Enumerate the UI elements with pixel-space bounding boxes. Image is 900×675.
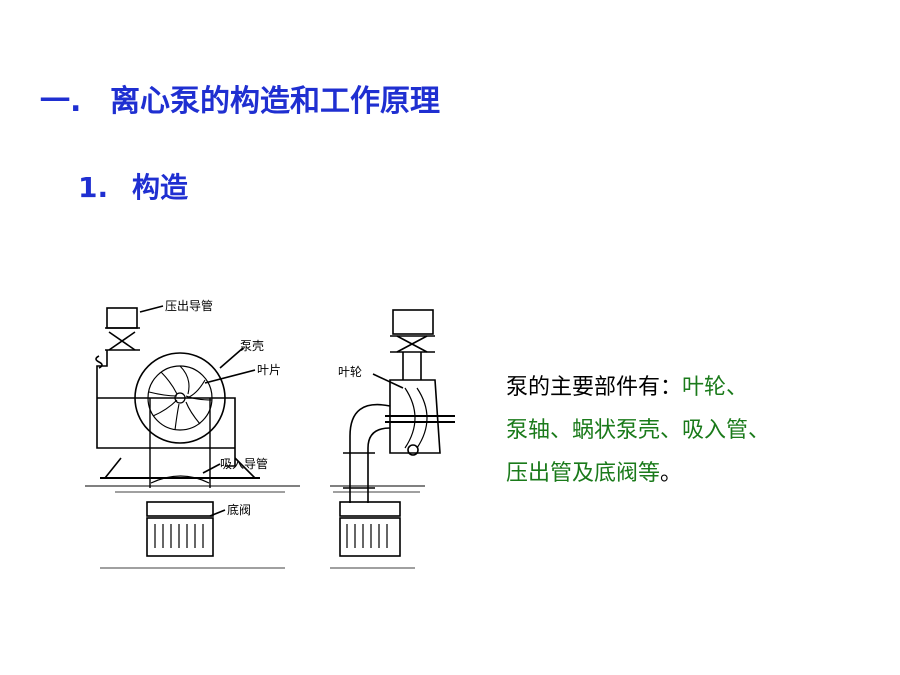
subsection-number: 1. <box>78 171 109 204</box>
foot-valve-right <box>339 517 401 557</box>
label-impeller: 叶轮 <box>338 365 362 379</box>
valve-symbol <box>108 331 136 351</box>
subsection-heading: 1. 构造 <box>78 166 188 206</box>
parts-line-3: 压出管及底阀等。 <box>506 452 876 495</box>
pump-diagram-svg: 压出导管 泵壳 叶片 吸入导管 底阀 叶轮 <box>85 298 455 569</box>
parts-description: 泵的主要部件有：叶轮、 泵轴、蜗状泵壳、吸入管、 压出管及底阀等。 <box>506 366 876 495</box>
label-discharge-pipe: 压出导管 <box>165 298 213 313</box>
discharge-flange-right <box>392 309 434 335</box>
elbow-pipe <box>349 403 391 453</box>
section-heading: 一. 离心泵的构造和工作原理 <box>40 76 440 120</box>
label-blade: 叶片 <box>257 363 281 377</box>
section-title: 离心泵的构造和工作原理 <box>110 84 440 119</box>
parts-intro: 泵的主要部件有： <box>506 375 683 400</box>
pump-diagram: 压出导管 泵壳 叶片 吸入导管 底阀 叶轮 <box>85 288 475 578</box>
discharge-flange <box>106 307 138 329</box>
foot-valve-top-left <box>146 501 214 517</box>
parts-end: 。 <box>660 461 683 486</box>
pump-casing-left <box>134 352 226 444</box>
parts-line-2: 泵轴、蜗状泵壳、吸入管、 <box>506 418 771 443</box>
label-casing: 泵壳 <box>240 339 264 353</box>
subsection-title: 构造 <box>132 171 189 204</box>
parts-line-1: 泵的主要部件有：叶轮、 <box>506 366 876 409</box>
impeller-blades-left <box>148 365 213 431</box>
label-foot-valve: 底阀 <box>227 502 251 517</box>
foot-valve-left <box>146 517 214 557</box>
parts-highlight-3: 压出管及底阀等 <box>506 461 661 486</box>
section-number: 一. <box>40 84 82 119</box>
parts-highlight-1: 叶轮、 <box>682 375 749 400</box>
label-suction-pipe: 吸入导管 <box>220 456 268 471</box>
